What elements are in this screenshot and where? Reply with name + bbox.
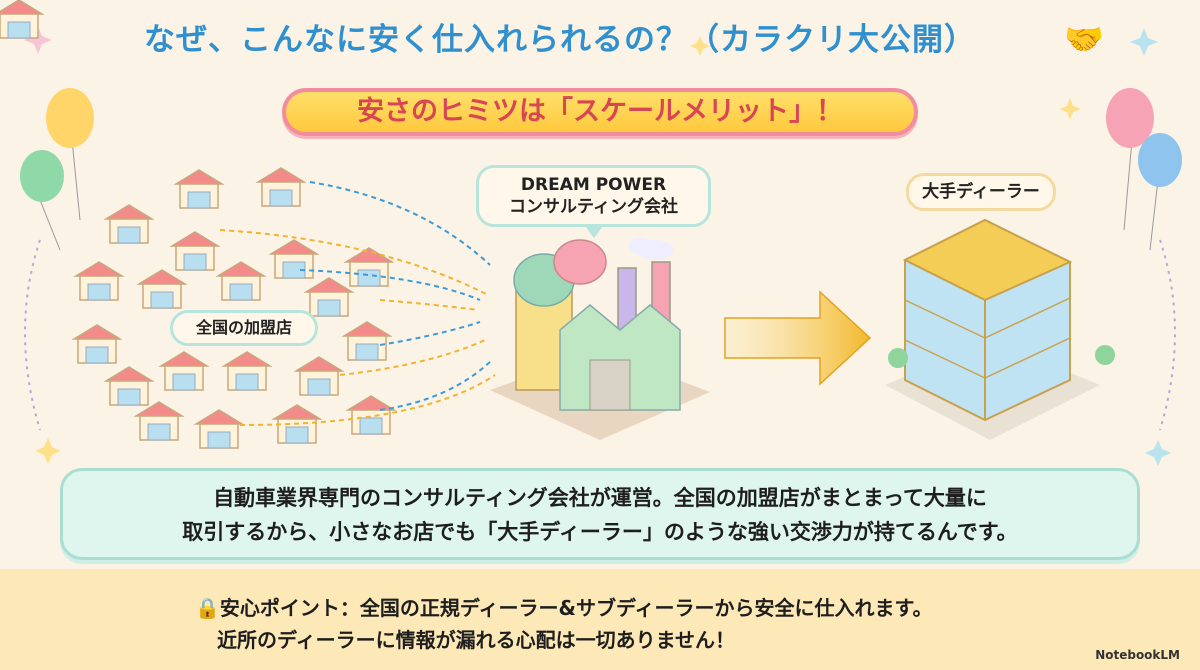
balloon-icon xyxy=(20,88,94,251)
factory-illustration xyxy=(490,238,710,440)
flow-arrows xyxy=(219,181,496,426)
info-box: 自動車業界専門のコンサルティング会社が運営。全国の加盟店がまとまって大量に 取引… xyxy=(60,468,1140,560)
lock-icon: 🔒 xyxy=(195,596,220,620)
sparkle-icon xyxy=(24,26,1171,466)
dream-power-line2: コンサルティング会社 xyxy=(509,197,678,217)
info-line2: 取引するから、小さなお店でも「大手ディーラー」のような強い交渉力が持てるんです。 xyxy=(182,520,1018,544)
franchise-shops xyxy=(0,0,395,449)
safety-point-panel xyxy=(0,569,1200,670)
brand-label: NotebookLM xyxy=(1095,648,1180,662)
handshake-icon: 🤝 xyxy=(1064,20,1104,58)
balloon-icon xyxy=(1106,88,1182,251)
dealer-label: 大手ディーラー xyxy=(906,173,1056,211)
dream-power-line1: DREAM POWER xyxy=(520,175,667,195)
gold-arrow xyxy=(724,290,872,386)
info-line1: 自動車業界専門のコンサルティング会社が運営。全国の加盟店がまとまって大量に xyxy=(213,486,987,510)
dream-power-label: DREAM POWER コンサルティング会社 xyxy=(476,165,711,227)
safety-point-text: 🔒安心ポイント：全国の正規ディーラー&サブディーラーから安全に仕入れます。 近所… xyxy=(195,592,933,656)
point-line1: 安心ポイント：全国の正規ディーラー&サブディーラーから安全に仕入れます。 xyxy=(219,596,933,620)
page-title: なぜ、こんなに安く仕入れられるの？（カラクリ大公開） xyxy=(144,22,976,58)
franchise-label: 全国の加盟店 xyxy=(170,310,318,346)
point-line2: 近所のディーラーに情報が漏れる心配は一切ありません！ xyxy=(217,628,735,652)
speech-tail xyxy=(585,226,603,238)
headline-banner: 安さのヒミツは「スケールメリット」！ xyxy=(282,88,918,136)
dealer-building xyxy=(885,218,1115,440)
